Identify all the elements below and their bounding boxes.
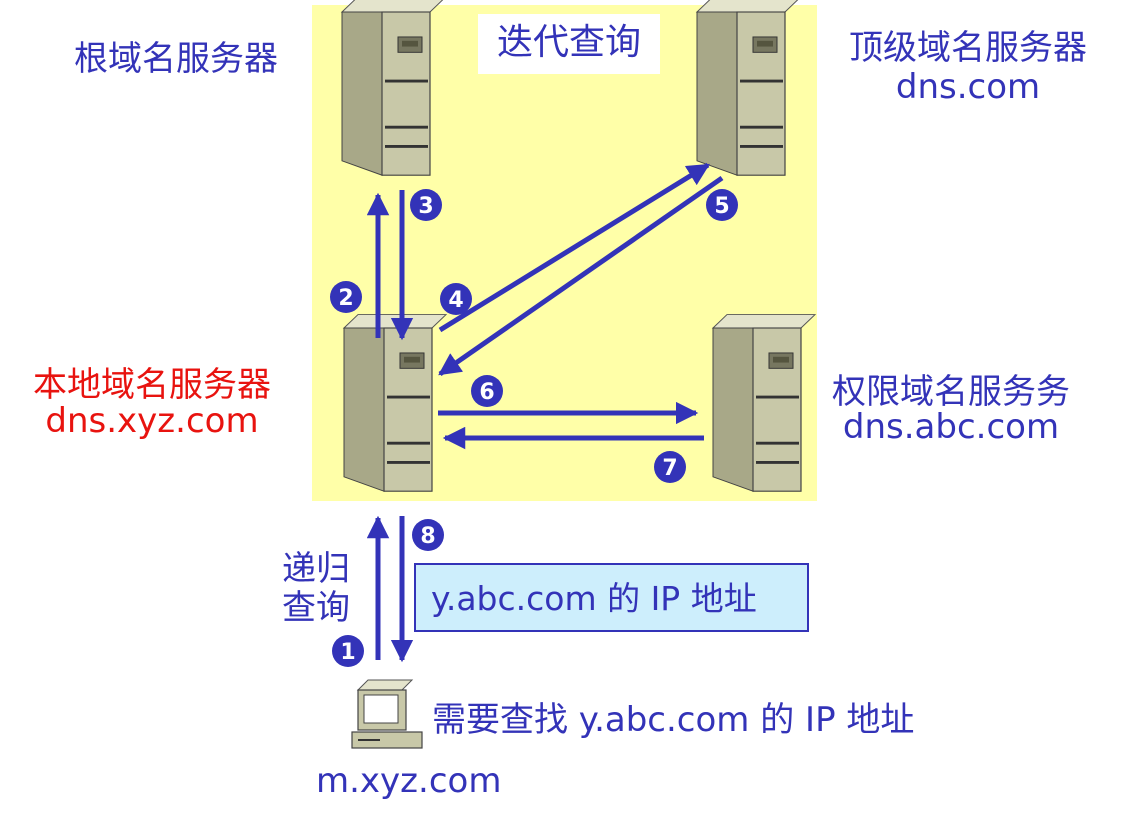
step-badge-7: 7 [654, 451, 686, 483]
client-caption: 需要查找 y.abc.com 的 IP 地址 [432, 700, 915, 740]
svg-text:8: 8 [420, 524, 435, 549]
step-badge-5: 5 [706, 189, 738, 221]
svg-text:3: 3 [418, 194, 433, 219]
client-host: m.xyz.com [316, 761, 502, 801]
step-badge-2: 2 [330, 281, 362, 313]
answer-box [414, 563, 809, 632]
recursive-query-label-line2: 查询 [282, 588, 350, 628]
tld-server-host: dns.com [895, 67, 1041, 107]
auth-server-icon [711, 313, 817, 493]
svg-text:4: 4 [448, 288, 463, 313]
auth-server-label: 权限域名服务务 [832, 372, 1070, 412]
local-server-label: 本地域名服务器 [33, 365, 271, 405]
svg-text:7: 7 [662, 456, 677, 481]
title-box [478, 14, 660, 74]
step-badge-6: 6 [471, 375, 503, 407]
tld-server-label: 顶级域名服务器 [849, 28, 1087, 68]
arrow-step-5 [438, 175, 724, 377]
svg-text:6: 6 [479, 380, 494, 405]
svg-text:2: 2 [338, 286, 353, 311]
local-server-icon [342, 313, 448, 493]
tld-server-icon [695, 0, 801, 177]
auth-server-host: dns.abc.com [842, 407, 1060, 447]
recursive-query-label-line1: 递归 [282, 549, 350, 589]
step-badge-8: 8 [412, 519, 444, 551]
arrow-step-4 [438, 162, 710, 333]
diagram-title: 迭代查询 [496, 22, 641, 63]
root-server-icon [340, 0, 446, 177]
step-badge-1: 1 [332, 635, 364, 667]
answer-box-text: y.abc.com 的 IP 地址 [431, 579, 757, 618]
step-badge-3: 3 [410, 189, 442, 221]
step-badge-4: 4 [440, 283, 472, 315]
svg-text:5: 5 [714, 194, 729, 219]
client-computer-icon [351, 679, 423, 749]
local-server-host: dns.xyz.com [45, 401, 259, 441]
root-server-label: 根域名服务器 [74, 39, 278, 79]
svg-text:1: 1 [340, 640, 355, 665]
step-badges: 3 2 4 5 6 7 8 1 [330, 189, 738, 667]
